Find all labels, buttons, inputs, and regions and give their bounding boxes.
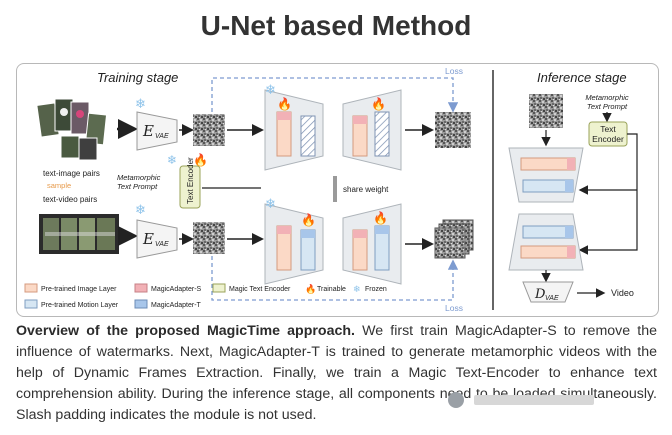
caption-body: We first train MagicAdapter-S to remove …: [16, 323, 658, 423]
text-video-pairs-photos: [39, 214, 119, 254]
svg-text:Encoder: Encoder: [592, 134, 624, 144]
metamorphic-prompt-line1: Metamorphic: [117, 173, 161, 182]
figure-diagram: Training stage Inference stage text-imag…: [24, 66, 638, 313]
unet-top: 🔥 🔥 ❄: [264, 82, 402, 171]
frozen-icon: ❄: [167, 153, 177, 167]
svg-text:Pre-trained Image Layer: Pre-trained Image Layer: [41, 286, 117, 293]
svg-text:❄: ❄: [353, 284, 361, 294]
legend: Pre-trained Image Layer MagicAdapter-S M…: [24, 283, 387, 309]
method-figure: Training stage Inference stage text-imag…: [16, 63, 659, 317]
text-image-pairs-label: text-image pairs: [43, 169, 100, 178]
watermark-logo-icon: [448, 392, 464, 408]
svg-text:🔥: 🔥: [277, 97, 292, 111]
output-noise-bottom: [434, 219, 474, 259]
svg-text:🔥: 🔥: [371, 97, 386, 111]
text-image-pairs-photos: [36, 98, 108, 161]
svg-text:🔥: 🔥: [301, 213, 316, 227]
svg-text:MagicAdapter-S: MagicAdapter-S: [151, 286, 202, 293]
inference-prompt-line1: Metamorphic: [585, 93, 629, 102]
frozen-icon: ❄: [135, 202, 146, 217]
svg-text:VAE: VAE: [545, 295, 559, 302]
svg-text:Pre-trained Motion Layer: Pre-trained Motion Layer: [41, 302, 119, 309]
inference-unet-encoder: [508, 147, 584, 203]
svg-text:🔥: 🔥: [305, 283, 316, 294]
svg-text:Text: Text: [600, 124, 616, 134]
unet-bottom: 🔥 🔥 ❄: [264, 196, 402, 285]
vae-decoder: D VAE: [522, 281, 574, 303]
svg-text:E: E: [142, 230, 154, 248]
metamorphic-prompt-line2: Text Prompt: [117, 182, 158, 191]
share-weight-label: share weight: [343, 185, 389, 194]
inference-noise: [529, 94, 563, 128]
svg-text:Frozen: Frozen: [365, 286, 387, 293]
svg-text:❄: ❄: [265, 82, 276, 97]
inference-prompt-line2: Text Prompt: [587, 102, 628, 111]
vae-encoder-bottom: E VAE: [136, 219, 178, 259]
svg-text:Magic Text Encoder: Magic Text Encoder: [229, 286, 291, 293]
training-stage-title: Training stage: [97, 70, 178, 85]
inference-unet-decoder: [508, 213, 584, 271]
svg-text:🔥: 🔥: [373, 211, 388, 225]
text-encoder-training: Text Encoder: [179, 157, 201, 209]
watermark-bar: [474, 395, 594, 405]
output-noise-top: [435, 112, 471, 148]
video-output-label: Video: [611, 288, 634, 298]
text-video-pairs-label: text-video pairs: [43, 195, 97, 204]
figure-caption: Overview of the proposed MagicTime appro…: [16, 321, 657, 426]
svg-text:Trainable: Trainable: [317, 286, 346, 293]
svg-text:MagicAdapter-T: MagicAdapter-T: [151, 302, 202, 309]
svg-text:E: E: [142, 122, 154, 140]
svg-text:VAE: VAE: [155, 133, 169, 140]
sample-label: sample: [47, 181, 71, 190]
text-encoder-inference: Text Encoder: [588, 121, 628, 147]
latent-noise-bottom: [193, 222, 225, 254]
frozen-icon: ❄: [135, 96, 146, 111]
svg-text:❄: ❄: [265, 196, 276, 211]
svg-text:Text Encoder: Text Encoder: [186, 157, 195, 204]
inference-stage-title: Inference stage: [537, 70, 627, 85]
watermark-overlay: [448, 392, 672, 414]
page-title: U-Net based Method: [200, 10, 472, 41]
latent-noise-top: [193, 114, 225, 146]
loss-label-bottom: Loss: [445, 303, 463, 313]
vae-encoder-top: E VAE: [136, 111, 178, 151]
svg-text:VAE: VAE: [155, 241, 169, 248]
svg-text:D: D: [534, 287, 546, 302]
loss-label-top: Loss: [445, 66, 463, 76]
caption-bold: Overview of the proposed MagicTime appro…: [16, 323, 355, 339]
trainable-icon: 🔥: [193, 153, 208, 167]
